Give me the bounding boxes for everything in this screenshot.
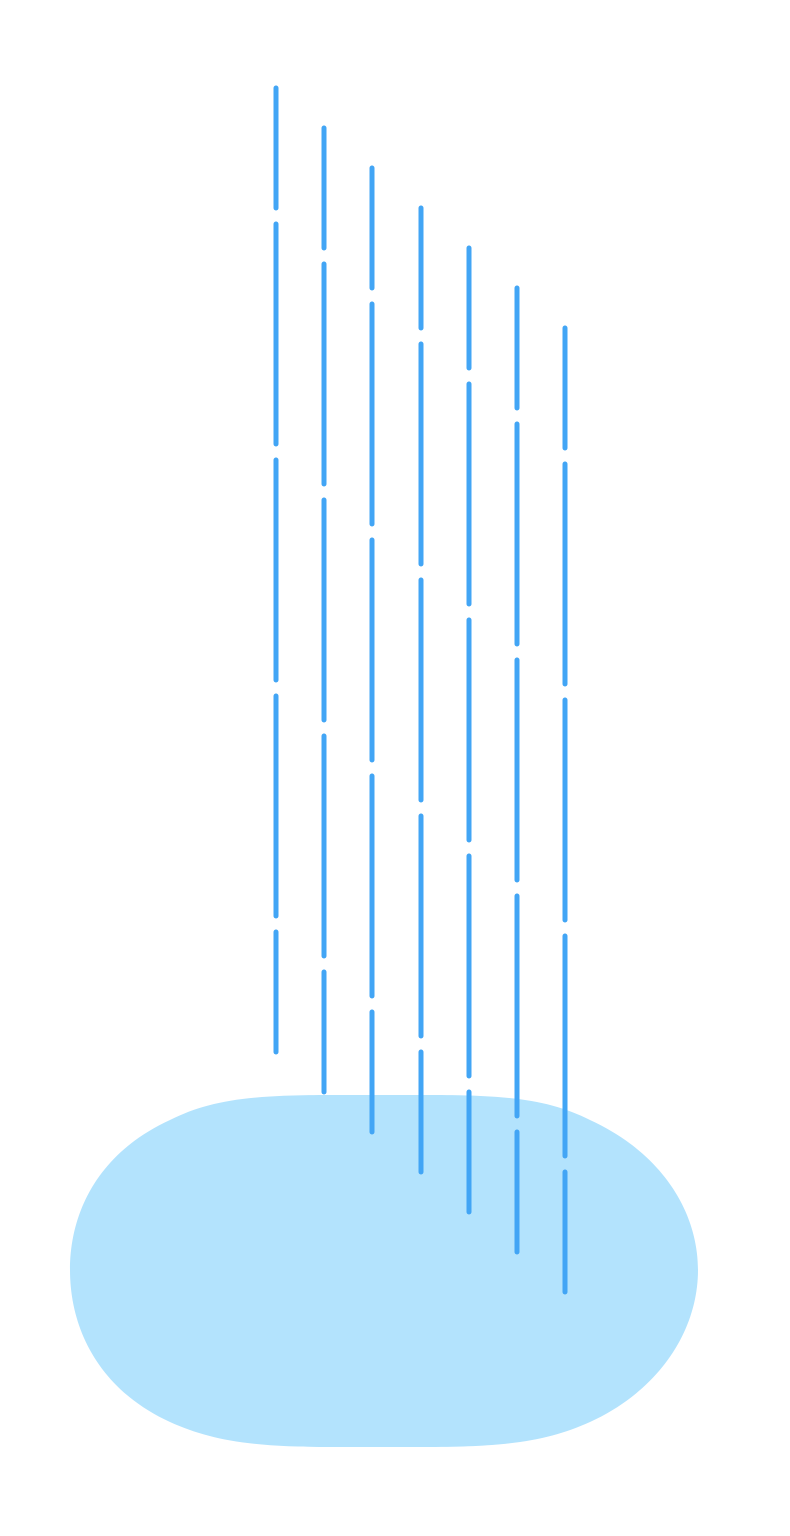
puddle-shape	[70, 1095, 698, 1447]
rain-streaks	[273, 85, 568, 1295]
